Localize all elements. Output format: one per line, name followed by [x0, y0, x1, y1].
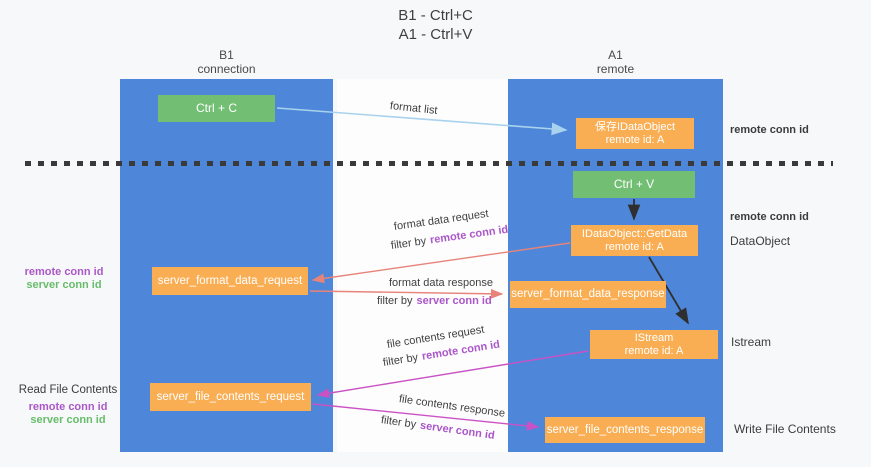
title-line-2: A1 - Ctrl+V: [398, 26, 473, 43]
node-idataobject-getdata: IDataObject::GetData remote id: A: [571, 225, 698, 256]
diagram-title: B1 - Ctrl+C A1 - Ctrl+V: [0, 6, 871, 44]
node-server-format-data-response: server_format_data_response: [510, 281, 666, 308]
node-server-file-contents-request: server_file_contents_request: [150, 383, 311, 411]
node-server-format-data-response-label: server_format_data_response: [511, 288, 665, 300]
label-istream: Istream: [731, 335, 772, 349]
title-line-1: B1 - Ctrl+C: [398, 7, 473, 24]
node-server-format-data-request-label: server_format_data_request: [157, 274, 303, 287]
label-server-conn-id-left-1: server conn id: [26, 279, 102, 291]
node-save-idataobject-line2: remote id: A: [605, 133, 665, 146]
node-server-file-contents-response-label: server_file_contents_response: [546, 423, 704, 436]
node-server-file-contents-request-label: server_file_contents_request: [156, 390, 305, 403]
lane-header-b1: B1 connection: [120, 48, 333, 76]
node-server-format-data-request: server_format_data_request: [152, 267, 308, 295]
node-istream-line1: IStream: [634, 331, 674, 344]
node-ctrl-v-label: Ctrl + V: [613, 177, 655, 191]
label-read-file-contents: Read File Contents: [18, 384, 118, 396]
node-save-idataobject: 保存IDataObject remote id: A: [576, 118, 694, 149]
lane-a1-subtitle: remote: [596, 62, 635, 76]
copy-paste-separator-line: [25, 161, 833, 166]
label-remote-conn-id-left-2: remote conn id: [28, 401, 108, 413]
lane-b1-title: B1: [219, 48, 234, 62]
label-dataobject: DataObject: [730, 234, 791, 248]
node-istream: IStream remote id: A: [590, 330, 718, 359]
server-conn-id-text: server conn id: [416, 295, 492, 307]
node-ctrl-c-label: Ctrl + C: [195, 101, 237, 115]
node-server-file-contents-response: server_file_contents_response: [545, 417, 705, 443]
label-server-conn-id-left-2: server conn id: [30, 414, 106, 426]
node-save-idataobject-line1: 保存IDataObject: [594, 120, 676, 133]
lane-b1-subtitle: connection: [197, 62, 256, 76]
format-data-response-text: format data response: [389, 277, 493, 289]
edge-label-format-data-response: format data response: [389, 277, 493, 289]
node-ctrl-c: Ctrl + C: [158, 95, 275, 122]
node-istream-line2: remote id: A: [624, 344, 684, 357]
lane-header-a1: A1 remote: [508, 48, 723, 76]
label-block-conn-ids-left: remote conn id server conn id: [16, 266, 112, 292]
node-getdata-line1: IDataObject::GetData: [581, 227, 688, 240]
node-getdata-line2: remote id: A: [605, 240, 664, 253]
label-block-read-file-contents: Read File Contents remote conn id server…: [16, 384, 120, 427]
label-remote-conn-id-mid-right: remote conn id: [730, 211, 809, 223]
node-ctrl-v: Ctrl + V: [573, 171, 695, 198]
label-remote-conn-id-left-1: remote conn id: [24, 266, 104, 278]
label-remote-conn-id-top-right: remote conn id: [730, 124, 809, 136]
filter-by-text: filter by: [377, 295, 413, 307]
label-write-file-contents: Write File Contents: [734, 422, 836, 436]
lane-a1-title: A1: [608, 48, 623, 62]
